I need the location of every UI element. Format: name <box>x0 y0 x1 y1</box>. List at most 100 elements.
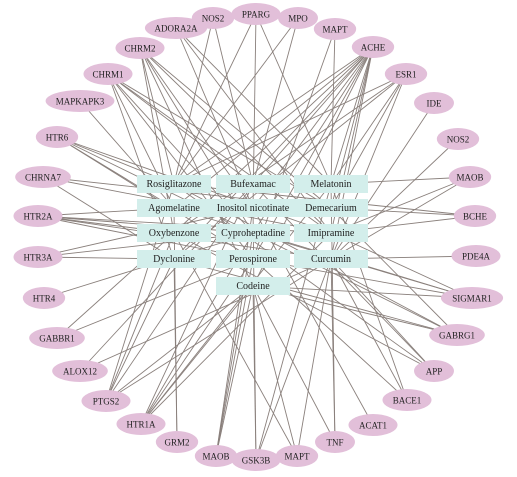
target-node-nos2: NOS2 <box>436 128 480 150</box>
edge-bufe-ptgs2 <box>105 183 254 402</box>
edge-rosi-esr1 <box>173 73 407 185</box>
target-node-shape <box>22 287 66 309</box>
target-node-shape <box>231 449 281 471</box>
target-node-tnf: TNF <box>315 431 355 453</box>
target-node-grm2: GRM2 <box>155 431 199 453</box>
edge-deme-chrm1 <box>107 73 332 209</box>
target-node-label: GABBR1 <box>39 334 75 344</box>
edge-mela-esr1 <box>330 73 407 185</box>
edge-curc-tnf <box>330 258 336 443</box>
drug-node-label: Demecarium <box>305 203 357 214</box>
drug-node-agomelatine: Agomelatine <box>137 199 211 217</box>
edge-imip-adora2a <box>175 27 332 234</box>
target-node-shape <box>52 360 108 382</box>
edge-dycl-esr1 <box>173 73 407 260</box>
drug-node-label: Rosiglitazone <box>147 179 203 190</box>
target-node-label: MAPKAPK3 <box>56 97 105 107</box>
target-node-shape <box>81 390 131 412</box>
target-node-shape <box>351 36 395 58</box>
target-node-shape <box>116 413 166 435</box>
target-node-shape <box>414 92 454 114</box>
target-node-label: MAPT <box>284 452 310 462</box>
edge-oxyb-mapt2 <box>173 232 298 457</box>
target-node-label: MAOB <box>456 173 483 183</box>
target-node-shape <box>144 17 208 39</box>
target-node-shape <box>315 431 355 453</box>
target-node-label: SIGMAR1 <box>452 294 492 304</box>
edge-code-chrm2 <box>139 47 254 287</box>
drug-node-shape <box>208 199 298 217</box>
drug-node-label: Cyproheptadine <box>221 228 285 239</box>
target-node-label: MPO <box>288 14 308 24</box>
edge-curc-maoba <box>330 176 471 260</box>
edge-pero-gabbr1 <box>56 258 254 339</box>
target-node-htr1a: HTR1A <box>116 413 166 435</box>
target-node-maob: MAOB <box>448 166 492 188</box>
target-node-htr4: HTR4 <box>22 287 66 309</box>
edge-code-tnf <box>252 285 336 443</box>
drug-node-cyproheptadine: Cyproheptadine <box>216 224 290 242</box>
target-node-gabrg1: GABRG1 <box>429 324 485 346</box>
drug-node-shape <box>294 199 368 217</box>
drug-node-label: Inositol nicotinate <box>217 203 290 214</box>
edge-bufe-mpo <box>252 17 299 185</box>
edge-dycl-ptgs2 <box>105 258 175 402</box>
edge-inos-maobb <box>215 207 254 457</box>
drug-node-label: Agomelatine <box>148 203 200 214</box>
target-node-mapt: MAPT <box>275 445 319 467</box>
drug-node-shape <box>216 277 290 295</box>
target-node-label: PPARG <box>242 10 271 20</box>
drug-node-label: Imipramine <box>308 228 355 239</box>
edge-mela-ache <box>330 46 374 185</box>
target-node-htr3a: HTR3A <box>13 246 63 268</box>
target-node-shape <box>231 3 281 25</box>
target-node-shape <box>35 126 79 148</box>
target-node-shape <box>429 324 485 346</box>
target-node-shape <box>83 63 133 85</box>
target-node-bche: BCHE <box>453 205 497 227</box>
target-node-shape <box>194 445 238 467</box>
drug-node-dyclonine: Dyclonine <box>137 250 211 268</box>
drug-node-melatonin: Melatonin <box>294 175 368 193</box>
target-node-shape <box>453 205 497 227</box>
drug-node-label: Oxybenzone <box>149 228 200 239</box>
target-node-label: HTR4 <box>33 294 56 304</box>
drug-node-label: Codeine <box>236 281 270 292</box>
drug-node-shape <box>137 175 211 193</box>
edge-code-maobb <box>215 285 254 457</box>
edge-mela-pparg <box>255 13 332 185</box>
target-node-label: ALOX12 <box>63 367 97 377</box>
target-node-label: ADORA2A <box>154 24 198 34</box>
target-node-label: MAPT <box>322 25 348 35</box>
target-node-label: PTGS2 <box>93 397 120 407</box>
drug-node-codeine: Codeine <box>216 277 290 295</box>
edge-curc-mapt2 <box>296 258 332 457</box>
target-node-shape <box>448 166 492 188</box>
drug-node-shape <box>216 224 290 242</box>
target-node-label: HTR1A <box>127 420 157 430</box>
drug-node-label: Bufexamac <box>230 179 276 190</box>
edge-rosi-ache <box>173 46 374 185</box>
drug-node-imipramine: Imipramine <box>294 224 368 242</box>
target-node-shape <box>155 431 199 453</box>
edge-cypr-maobb <box>215 232 254 457</box>
target-node-label: NOS2 <box>447 135 470 145</box>
target-node-htr2a: HTR2A <box>13 205 63 227</box>
target-node-shape <box>414 360 454 382</box>
target-node-chrna7: CHRNA7 <box>15 166 71 188</box>
target-node-label: GRM2 <box>164 438 189 448</box>
target-node-acat1: ACAT1 <box>348 414 398 436</box>
edge-curc-ptgs2 <box>105 258 332 402</box>
edge-curc-alox12 <box>79 258 332 372</box>
target-node-label: HTR6 <box>46 133 69 143</box>
edge-dycl-grm2 <box>173 258 178 443</box>
edge-inos-acat1 <box>252 207 374 426</box>
drug-node-shape <box>137 250 211 268</box>
target-node-label: PDE4A <box>462 252 491 262</box>
target-node-esr1: ESR1 <box>384 63 428 85</box>
target-node-shape <box>13 205 63 227</box>
target-node-shape <box>451 245 501 267</box>
edge-dycl-chrna7 <box>42 176 175 260</box>
edge-rosi-ptgs2 <box>105 183 175 402</box>
